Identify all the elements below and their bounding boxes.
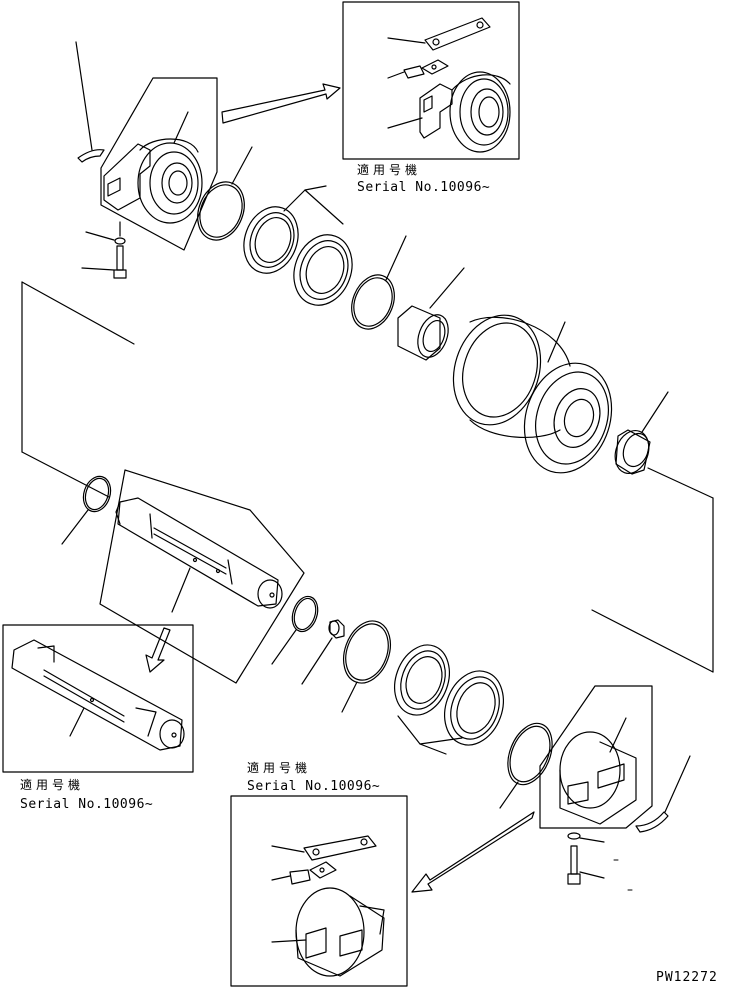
o-ring-1 xyxy=(189,147,252,247)
o-ring-3 xyxy=(62,473,115,544)
shaft xyxy=(116,498,282,608)
bearing-housing-inset xyxy=(420,72,510,152)
bottom-inset-serial-label: Serial No.10096~ xyxy=(247,779,381,794)
o-ring-6 xyxy=(499,717,560,808)
bottom-inset-applicable-label: 適用号機 xyxy=(247,761,312,775)
housing-group-bottom-right xyxy=(540,686,690,884)
bushing-2 xyxy=(609,392,668,478)
o-ring-2 xyxy=(344,236,406,335)
shaft-inset-applicable-label: 適用号機 xyxy=(20,778,85,792)
housing-group-top-left xyxy=(76,42,217,278)
o-ring-5 xyxy=(335,614,398,712)
inset-box-shaft xyxy=(3,625,193,772)
floating-seal-pair-2 xyxy=(385,637,513,754)
connector-lines xyxy=(22,282,713,672)
leader-lines-top-right xyxy=(388,38,425,128)
washer-and-bolt-top-left xyxy=(82,222,126,278)
strap-plate-bottom xyxy=(272,836,376,860)
wire-clip xyxy=(78,150,104,162)
top-right-applicable-label: 適用号機 xyxy=(357,163,422,177)
inset-box-top-right xyxy=(343,2,519,159)
small-bracket-bottom xyxy=(272,862,336,884)
arrow-to-top-right-inset xyxy=(222,84,340,123)
small-bracket xyxy=(404,60,448,78)
shaft-inset-serial-label: Serial No.10096~ xyxy=(20,797,154,812)
shaft-inset xyxy=(12,640,184,750)
bearing-housing-top-left xyxy=(104,112,202,223)
arrow-to-shaft-inset xyxy=(146,628,170,672)
plug xyxy=(302,620,344,684)
strap-plate xyxy=(425,18,490,50)
arrow-to-bottom-inset xyxy=(412,812,534,892)
o-ring-4 xyxy=(272,593,322,664)
drawing-number: PW12272 xyxy=(656,970,718,985)
floating-seal-pair-1 xyxy=(235,186,362,313)
wire-clip-right xyxy=(636,812,668,832)
bearing-housing-bottom-inset xyxy=(272,888,384,976)
inset-box-bottom xyxy=(231,796,407,986)
top-right-serial-label: Serial No.10096~ xyxy=(357,180,491,195)
bushing-1 xyxy=(398,268,464,361)
shaft-group xyxy=(100,470,304,683)
washer-and-bolt-bottom-right xyxy=(568,833,604,884)
bearing-housing-bottom-right xyxy=(560,718,636,824)
dots xyxy=(614,860,632,890)
track-roller xyxy=(440,304,625,484)
